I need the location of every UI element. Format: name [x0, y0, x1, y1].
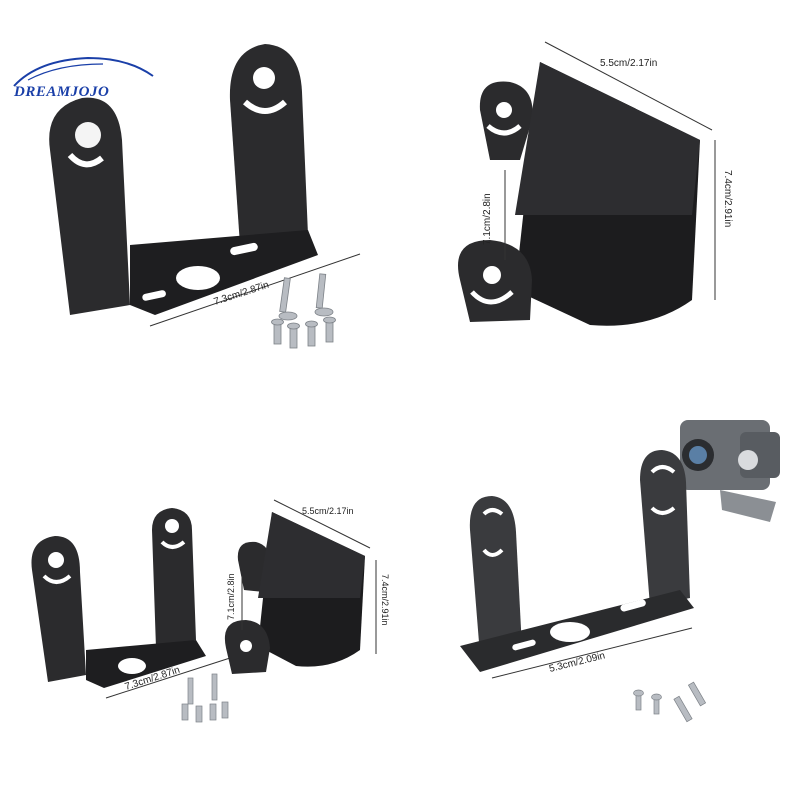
dimension-left: 7.1cm/2.8in	[226, 573, 236, 620]
dimension-width: 5.3cm/2.09in	[548, 650, 606, 675]
product-photo-with-camera: 5.3cm/2.09in	[440, 410, 790, 750]
product-photo-combined: 7.3cm/2.87in 5.5cm/2.17in 7.1cm/2.8in 7.…	[20, 490, 400, 760]
combined-image: 7.3cm/2.87in 5.5cm/2.17in 7.1cm/2.8in 7.…	[31, 499, 390, 723]
bracket-with-camera-image: 5.3cm/2.09in	[460, 420, 780, 723]
dimension-top: 5.5cm/2.17in	[302, 506, 354, 516]
product-photo-side-view: 5.5cm/2.17in 7.1cm/2.8in 7.4cm/2.91in	[420, 30, 780, 350]
side-view-image: 5.5cm/2.17in 7.1cm/2.8in 7.4cm/2.91in	[458, 41, 733, 326]
logo-text: DREAMJOJO	[13, 84, 109, 100]
car-outline-icon: DREAMJOJO	[13, 56, 154, 100]
dimension-left: 7.1cm/2.8in	[482, 193, 493, 245]
dimension-right: 7.4cm/2.91in	[722, 170, 733, 227]
dimension-right: 7.4cm/2.91in	[380, 574, 390, 626]
dimension-top: 5.5cm/2.17in	[600, 58, 657, 69]
screw-set	[268, 270, 358, 360]
product-photo-u-bracket: 7.3cm/2.87in	[30, 30, 370, 370]
brand-logo: DREAMJOJO	[8, 50, 158, 110]
u-bracket-image: 7.3cm/2.87in	[49, 44, 361, 327]
screws-image	[271, 273, 336, 349]
